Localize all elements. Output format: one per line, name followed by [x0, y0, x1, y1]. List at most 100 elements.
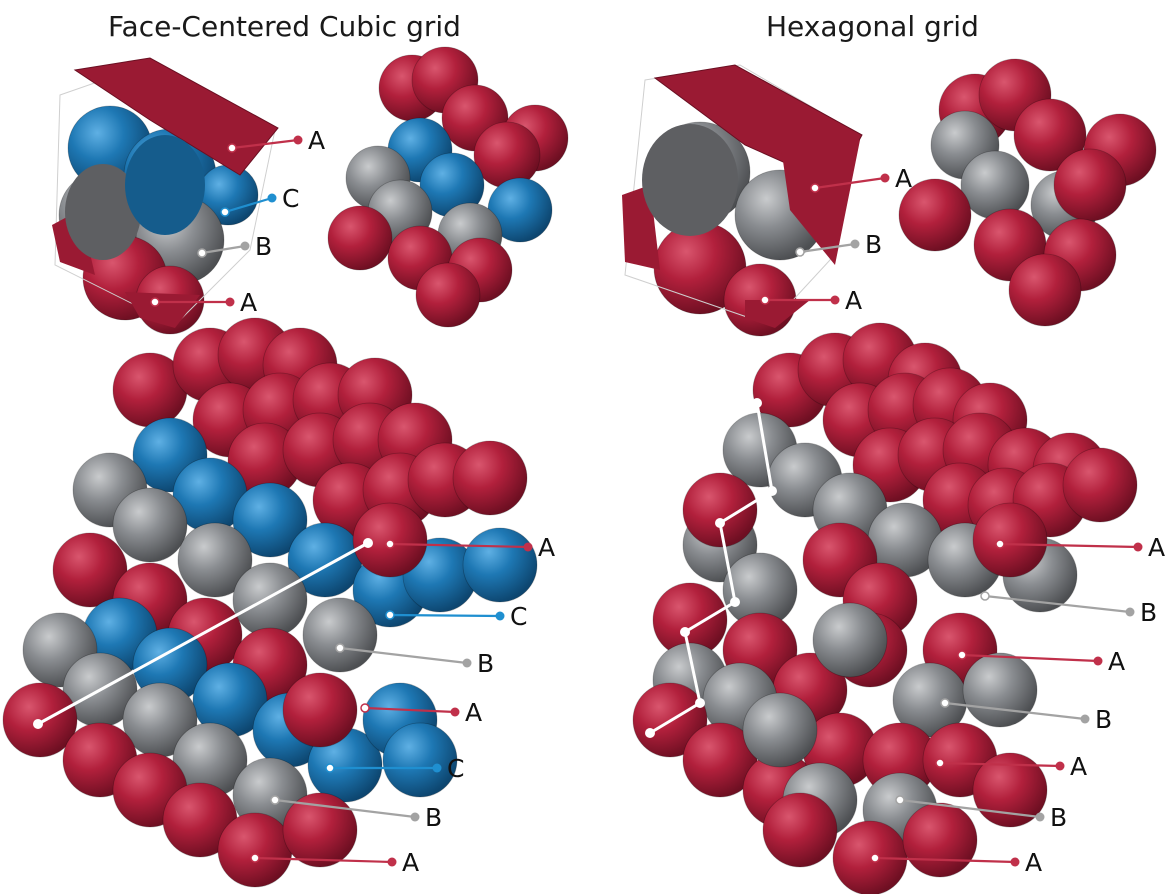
hex-big-A-4-end-dot	[1055, 761, 1065, 771]
fcc-small-C-end-dot	[267, 193, 277, 203]
fcc-cell-top-face	[73, 57, 279, 176]
hex-big-sphere-B	[812, 602, 888, 678]
hex-big-B-1-line	[984, 594, 1131, 614]
fcc-big-sphere-C	[382, 722, 458, 798]
hex-big-B-1-start-dot	[980, 591, 990, 601]
fcc-small-A-top-end-dot	[293, 135, 303, 145]
fcc-big-sphere-C	[462, 527, 538, 603]
fcc-big-B-5-end-dot	[410, 812, 420, 822]
hex-path-node	[715, 518, 725, 528]
fcc-cut-face-grey	[65, 164, 141, 260]
sphere-A	[898, 178, 972, 252]
hex-big-A-0-start-dot	[995, 539, 1005, 549]
fcc-big-A-0-start-dot	[385, 539, 395, 549]
hex-big-A-0-line	[999, 542, 1139, 549]
fcc-big-C-1-line	[389, 613, 501, 618]
fcc-big-C-1-end-dot	[495, 611, 505, 621]
hex-path-node	[730, 597, 740, 607]
fcc-big-A-3-line	[364, 706, 456, 714]
hex-small-B-label: B	[865, 230, 882, 259]
fcc-big-sphere-B	[232, 562, 308, 638]
hex-small-A-top-end-dot	[880, 173, 890, 183]
fcc-small-C-label: C	[282, 184, 299, 213]
fcc-big-B-5-line	[274, 798, 416, 819]
fcc-big-B-5-label: B	[425, 803, 442, 832]
hex-big-A-0-end-dot	[1133, 542, 1143, 552]
fcc-big-B-2-end-dot	[462, 658, 472, 668]
hex-path-node	[695, 698, 705, 708]
hex-small-B-end-dot	[850, 239, 860, 249]
fcc-big-B-2-label: B	[477, 649, 494, 678]
hex-big-B-3-line	[944, 701, 1086, 721]
fcc-big-C-4-label: C	[447, 754, 464, 783]
hex-big-B-1-end-dot	[1125, 607, 1135, 617]
hex-big-A-2-label: A	[1108, 647, 1125, 676]
fcc-big-C-1-label: C	[510, 602, 527, 631]
hex-big-A-4-start-dot	[935, 758, 945, 768]
fcc-big-C-4-end-dot	[432, 763, 442, 773]
hex-big-A-6-start-dot	[870, 853, 880, 863]
hex-big-sphere-B	[962, 652, 1038, 728]
hex-big-A-0-label: A	[1148, 533, 1165, 562]
fcc-big-A-0-line	[389, 542, 529, 549]
fcc-title: Face-Centered Cubic grid	[108, 10, 461, 43]
hex-cut-face-grey	[642, 124, 738, 236]
hex-small-A-top-start-dot	[810, 183, 820, 193]
hex-big-sphere-A	[762, 792, 838, 868]
fcc-small-B-line	[201, 244, 246, 255]
fcc-small-A-bottom-label: A	[240, 288, 257, 317]
fcc-big-C-4-start-dot	[325, 763, 335, 773]
hex-big-A-2-line	[961, 653, 1099, 663]
hex-big-A-2-start-dot	[957, 650, 967, 660]
sphere-A	[1008, 253, 1082, 327]
fcc-big-B-2-start-dot	[335, 643, 345, 653]
hex-path-node	[752, 398, 762, 408]
hex-big-sphere-A	[902, 802, 978, 878]
hex-big-B-5-start-dot	[895, 795, 905, 805]
hex-small-A-top-line	[814, 176, 886, 190]
fcc-path-start	[33, 719, 43, 729]
hex-small-B-line	[799, 242, 856, 254]
fcc-big-sphere-A	[452, 440, 528, 516]
hex-big-B-5-line	[899, 798, 1041, 819]
fcc-big-sphere-C	[232, 482, 308, 558]
hex-big-sphere-A	[682, 722, 758, 798]
fcc-big-sphere-A	[282, 792, 358, 868]
hex-big-B-3-start-dot	[940, 698, 950, 708]
fcc-small-A-bottom-start-dot	[150, 297, 160, 307]
hex-big-sphere-A	[1062, 447, 1138, 523]
fcc-small-B-label: B	[255, 232, 272, 261]
sphere-A	[1013, 98, 1087, 172]
fcc-big-sphere-B	[112, 487, 188, 563]
hex-big-sphere-A	[972, 752, 1048, 828]
fcc-cut-face-blue	[125, 135, 205, 235]
fcc-big-A-3-end-dot	[450, 707, 460, 717]
fcc-big-A-6-end-dot	[387, 857, 397, 867]
hex-cell-right-face	[780, 140, 860, 265]
fcc-big-sphere-A	[217, 812, 293, 888]
fcc-cell-left-corner	[52, 210, 95, 275]
fcc-stacking-path	[37, 541, 369, 726]
hex-big-A-2-end-dot	[1093, 656, 1103, 666]
fcc-small-A-top-line	[231, 138, 299, 150]
fcc-big-A-6-line	[254, 856, 393, 864]
fcc-path-end	[363, 538, 373, 548]
fcc-big-sphere-B	[302, 597, 378, 673]
hex-small-A-top-label: A	[895, 164, 912, 193]
fcc-big-sphere-A	[282, 672, 358, 748]
fcc-small-B-start-dot	[197, 248, 207, 258]
hex-big-A-4-line	[939, 761, 1061, 768]
hex-path-node	[680, 627, 690, 637]
fcc-big-A-6-start-dot	[250, 853, 260, 863]
hex-small-A-bottom-end-dot	[830, 295, 840, 305]
fcc-big-A-3-label: A	[465, 698, 482, 727]
hex-path-node	[767, 486, 777, 496]
stacking-paths	[33, 398, 777, 738]
fcc-small-C-start-dot	[220, 207, 230, 217]
fcc-big-C-1-start-dot	[385, 610, 395, 620]
hex-small-A-bottom-start-dot	[760, 295, 770, 305]
fcc-big-A-6-label: A	[402, 848, 419, 877]
